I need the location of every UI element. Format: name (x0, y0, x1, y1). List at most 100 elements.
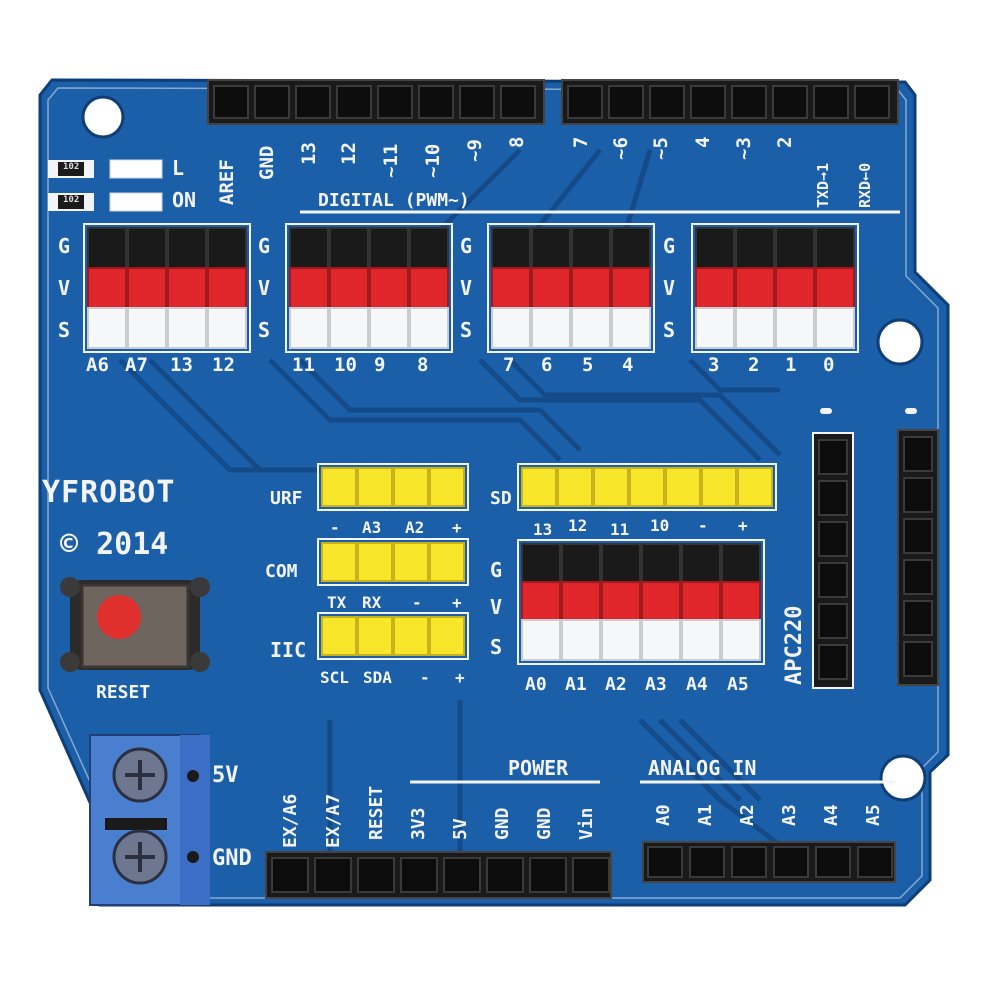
gvs-header-group-1[interactable] (83, 223, 251, 353)
pin[interactable] (321, 616, 357, 656)
pin-v[interactable] (531, 267, 571, 309)
pin-v[interactable] (571, 267, 611, 309)
pin-s[interactable] (571, 307, 611, 349)
pin-s[interactable] (289, 307, 329, 349)
pin[interactable] (393, 616, 429, 656)
pin[interactable] (701, 467, 737, 507)
pin-g[interactable] (369, 227, 409, 269)
pin-s[interactable] (531, 307, 571, 349)
pin[interactable] (357, 467, 393, 507)
pin-g[interactable] (641, 543, 681, 583)
pin-v[interactable] (207, 267, 247, 309)
apc220-header-right[interactable] (897, 429, 939, 686)
apc220-header-left[interactable] (812, 432, 854, 689)
pin-s[interactable] (409, 307, 449, 349)
pin[interactable] (321, 467, 357, 507)
pin[interactable] (357, 542, 393, 582)
urf-header[interactable] (317, 463, 469, 511)
pin-v[interactable] (775, 267, 815, 309)
pin[interactable] (429, 542, 465, 582)
pin-v[interactable] (561, 581, 601, 621)
pin-s[interactable] (641, 619, 681, 661)
pin-g[interactable] (611, 227, 651, 269)
pin-v[interactable] (369, 267, 409, 309)
pin-v[interactable] (641, 581, 681, 621)
pin-g[interactable] (571, 227, 611, 269)
pin-g[interactable] (735, 227, 775, 269)
pin-v[interactable] (601, 581, 641, 621)
pin-g[interactable] (681, 543, 721, 583)
pin-g[interactable] (207, 227, 247, 269)
analog-gvs-header[interactable] (517, 539, 765, 665)
pin-s[interactable] (521, 619, 561, 661)
pin-v[interactable] (87, 267, 127, 309)
iic-header[interactable] (317, 612, 469, 660)
pin[interactable] (357, 616, 393, 656)
pin-v[interactable] (695, 267, 735, 309)
pin-g[interactable] (127, 227, 167, 269)
pin-v[interactable] (491, 267, 531, 309)
pin-v[interactable] (167, 267, 207, 309)
pin[interactable] (593, 467, 629, 507)
pin-g[interactable] (695, 227, 735, 269)
pin[interactable] (665, 467, 701, 507)
pin-s[interactable] (721, 619, 761, 661)
pin-g[interactable] (167, 227, 207, 269)
pin[interactable] (629, 467, 665, 507)
terminal-block[interactable] (89, 734, 210, 906)
pin-s[interactable] (561, 619, 601, 661)
pin-v[interactable] (721, 581, 761, 621)
pin-v[interactable] (289, 267, 329, 309)
pin[interactable] (393, 542, 429, 582)
pin-g[interactable] (491, 227, 531, 269)
pin-v[interactable] (329, 267, 369, 309)
pin-s[interactable] (127, 307, 167, 349)
pin[interactable] (429, 616, 465, 656)
pin-g[interactable] (329, 227, 369, 269)
pin-s[interactable] (695, 307, 735, 349)
gvs-header-group-3[interactable] (487, 223, 655, 353)
pin-s[interactable] (491, 307, 531, 349)
pin-v[interactable] (681, 581, 721, 621)
pin-v[interactable] (409, 267, 449, 309)
pin-s[interactable] (775, 307, 815, 349)
pin-g[interactable] (87, 227, 127, 269)
pin-v[interactable] (815, 267, 855, 309)
pin-s[interactable] (815, 307, 855, 349)
pin[interactable] (737, 467, 773, 507)
pin-g[interactable] (409, 227, 449, 269)
pin-g[interactable] (531, 227, 571, 269)
pin-s[interactable] (207, 307, 247, 349)
power-header[interactable] (265, 851, 612, 899)
pin-v[interactable] (611, 267, 651, 309)
com-header[interactable] (317, 538, 469, 586)
pin-g[interactable] (521, 543, 561, 583)
pin-v[interactable] (735, 267, 775, 309)
pin-s[interactable] (167, 307, 207, 349)
pin[interactable] (321, 542, 357, 582)
pin-v[interactable] (127, 267, 167, 309)
pin-s[interactable] (611, 307, 651, 349)
pin-g[interactable] (601, 543, 641, 583)
pin-g[interactable] (775, 227, 815, 269)
reset-button[interactable] (60, 577, 210, 672)
pin-s[interactable] (87, 307, 127, 349)
pin-g[interactable] (289, 227, 329, 269)
pin-s[interactable] (369, 307, 409, 349)
pin-s[interactable] (681, 619, 721, 661)
analog-in-header[interactable] (642, 841, 896, 883)
pin[interactable] (393, 467, 429, 507)
pin[interactable] (557, 467, 593, 507)
pin-s[interactable] (735, 307, 775, 349)
pin-s[interactable] (329, 307, 369, 349)
pin-g[interactable] (561, 543, 601, 583)
pin[interactable] (429, 467, 465, 507)
pin-g[interactable] (721, 543, 761, 583)
pin[interactable] (521, 467, 557, 507)
gvs-header-group-2[interactable] (285, 223, 453, 353)
digital-header-right[interactable] (561, 79, 899, 125)
sd-header[interactable] (517, 463, 777, 511)
digital-header-left[interactable] (207, 79, 545, 125)
pin-s[interactable] (601, 619, 641, 661)
pin-g[interactable] (815, 227, 855, 269)
